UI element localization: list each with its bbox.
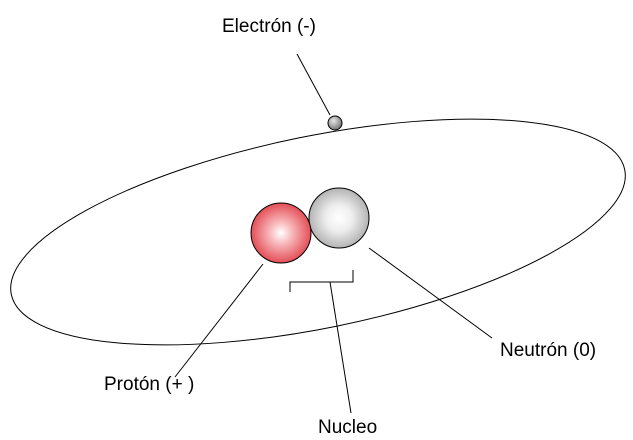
neutron-label: Neutrón (0)	[500, 340, 596, 361]
proton-label: Protón (+ )	[104, 374, 194, 395]
nucleus-label: Nucleo	[318, 417, 377, 438]
electron-label: Electrón (-)	[222, 16, 316, 37]
neutron-leader-line	[368, 247, 493, 339]
proton-leader-line	[174, 263, 264, 378]
electron-particle	[327, 115, 343, 131]
electron-leader-line	[296, 53, 331, 116]
neutron-particle	[308, 187, 370, 249]
nucleus-leader-line	[329, 281, 352, 414]
nucleus-bracket	[289, 270, 354, 292]
proton-particle	[250, 202, 312, 264]
